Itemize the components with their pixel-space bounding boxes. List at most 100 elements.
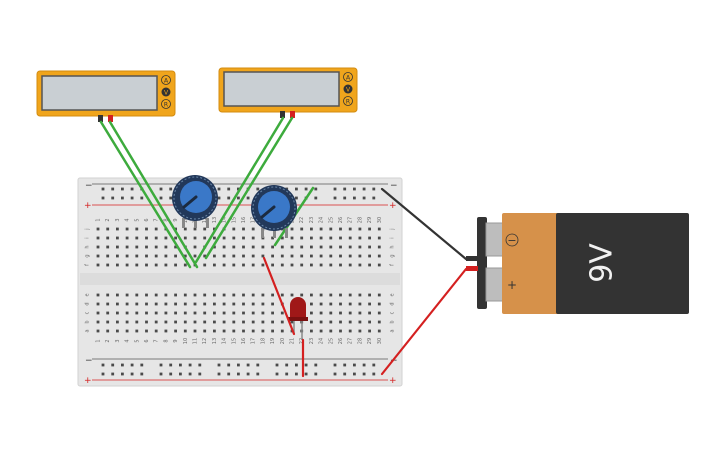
hole-c10[interactable]: [183, 311, 187, 315]
hole-h23[interactable]: [310, 245, 313, 249]
hole-f10[interactable]: [183, 263, 187, 267]
hole-g12[interactable]: [203, 254, 207, 258]
hole-g13[interactable]: [213, 254, 216, 258]
hole-j30[interactable]: [377, 227, 381, 231]
rail-hole-bottom-minus-21[interactable]: [343, 363, 347, 367]
hole-f23[interactable]: [310, 263, 313, 267]
hole-b18[interactable]: [261, 320, 265, 324]
multimeter-right-button-r[interactable]: R: [343, 96, 353, 106]
hole-e2[interactable]: [106, 293, 110, 297]
hole-d18[interactable]: [261, 302, 265, 306]
hole-c5[interactable]: [135, 311, 139, 315]
hole-b10[interactable]: [183, 320, 187, 324]
hole-c8[interactable]: [164, 311, 168, 315]
hole-j26[interactable]: [339, 227, 342, 231]
rail-hole-top-plus-21[interactable]: [343, 196, 347, 200]
hole-j2[interactable]: [106, 227, 110, 231]
hole-e7[interactable]: [154, 293, 158, 297]
rail-hole-top-plus-3[interactable]: [130, 196, 134, 200]
hole-j17[interactable]: [251, 227, 255, 231]
hole-g21[interactable]: [290, 254, 294, 258]
hole-j25[interactable]: [329, 227, 333, 231]
hole-a8[interactable]: [164, 329, 168, 333]
hole-g30[interactable]: [377, 254, 381, 258]
red-wire-rail-to-battery[interactable]: [380, 267, 468, 376]
hole-i3[interactable]: [116, 236, 119, 240]
rail-hole-top-plus-10[interactable]: [217, 196, 221, 200]
hole-d7[interactable]: [154, 302, 158, 306]
hole-j11[interactable]: [193, 227, 197, 231]
hole-b4[interactable]: [125, 320, 129, 324]
hole-c9[interactable]: [174, 311, 177, 315]
rail-hole-top-plus-20[interactable]: [333, 196, 337, 200]
hole-a23[interactable]: [310, 329, 313, 333]
rail-hole-bottom-minus-8[interactable]: [188, 363, 192, 367]
hole-h6[interactable]: [145, 245, 148, 249]
hole-i13[interactable]: [213, 236, 216, 240]
hole-b30[interactable]: [377, 320, 381, 324]
hole-b13[interactable]: [213, 320, 216, 324]
hole-h22[interactable]: [300, 245, 304, 249]
hole-c13[interactable]: [213, 311, 216, 315]
hole-i10[interactable]: [183, 236, 187, 240]
hole-e9[interactable]: [174, 293, 177, 297]
hole-j12[interactable]: [203, 227, 207, 231]
hole-e20[interactable]: [280, 293, 284, 297]
hole-j29[interactable]: [368, 227, 371, 231]
hole-g15[interactable]: [232, 254, 236, 258]
multimeter-right-probe-red[interactable]: [290, 111, 295, 118]
rail-hole-bottom-minus-4[interactable]: [140, 363, 144, 367]
hole-h29[interactable]: [368, 245, 371, 249]
rail-hole-bottom-minus-22[interactable]: [353, 363, 356, 367]
hole-j15[interactable]: [232, 227, 236, 231]
hole-b7[interactable]: [154, 320, 158, 324]
hole-g2[interactable]: [106, 254, 110, 258]
hole-i4[interactable]: [125, 236, 129, 240]
hole-g27[interactable]: [348, 254, 352, 258]
hole-d9[interactable]: [174, 302, 177, 306]
hole-b6[interactable]: [145, 320, 148, 324]
hole-a10[interactable]: [183, 329, 187, 333]
hole-g1[interactable]: [96, 254, 100, 258]
hole-e10[interactable]: [183, 293, 187, 297]
hole-i17[interactable]: [251, 236, 255, 240]
rail-hole-top-plus-12[interactable]: [237, 196, 240, 200]
hole-f9[interactable]: [174, 263, 177, 267]
hole-e6[interactable]: [145, 293, 148, 297]
hole-c3[interactable]: [116, 311, 119, 315]
hole-d24[interactable]: [319, 302, 323, 306]
rail-hole-top-minus-19[interactable]: [314, 187, 318, 191]
rail-hole-top-minus-23[interactable]: [362, 187, 366, 191]
rail-hole-top-plus-4[interactable]: [140, 196, 144, 200]
hole-h17[interactable]: [251, 245, 255, 249]
hole-h25[interactable]: [329, 245, 333, 249]
hole-e12[interactable]: [203, 293, 207, 297]
hole-j22[interactable]: [300, 227, 304, 231]
potentiometer-right[interactable]: [251, 185, 297, 238]
hole-e23[interactable]: [310, 293, 313, 297]
hole-i2[interactable]: [106, 236, 110, 240]
hole-j7[interactable]: [154, 227, 158, 231]
green-wire-right-black-probe[interactable]: [194, 116, 285, 264]
hole-f5[interactable]: [135, 263, 139, 267]
hole-a13[interactable]: [213, 329, 216, 333]
rail-hole-bottom-plus-23[interactable]: [362, 372, 366, 376]
hole-a20[interactable]: [280, 329, 284, 333]
rail-hole-top-minus-22[interactable]: [353, 187, 356, 191]
hole-e25[interactable]: [329, 293, 333, 297]
rail-hole-bottom-plus-13[interactable]: [246, 372, 250, 376]
hole-i14[interactable]: [222, 236, 226, 240]
hole-d23[interactable]: [310, 302, 313, 306]
hole-h1[interactable]: [96, 245, 100, 249]
hole-i6[interactable]: [145, 236, 148, 240]
hole-a30[interactable]: [377, 329, 381, 333]
rail-hole-top-minus-18[interactable]: [304, 187, 308, 191]
hole-g26[interactable]: [339, 254, 342, 258]
hole-f3[interactable]: [116, 263, 119, 267]
green-wire-left-black-probe[interactable]: [99, 120, 192, 269]
hole-f2[interactable]: [106, 263, 110, 267]
hole-d12[interactable]: [203, 302, 207, 306]
multimeter-right-button-v[interactable]: V: [343, 84, 353, 94]
hole-a5[interactable]: [135, 329, 139, 333]
rail-hole-bottom-plus-8[interactable]: [188, 372, 192, 376]
